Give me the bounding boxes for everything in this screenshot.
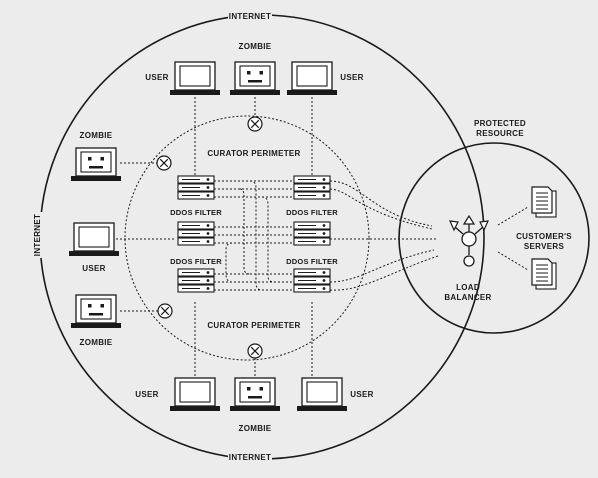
zombie-laptop-icon — [70, 147, 122, 182]
customers-servers-label: CUSTOMER'S — [516, 232, 572, 241]
blocked-x-icon — [157, 303, 173, 319]
ddos-filter-label: DDOS FILTER — [286, 257, 338, 266]
zombie-label: ZOMBIE — [239, 424, 272, 433]
zombie-laptop-icon — [70, 294, 122, 329]
blocked-x-icon — [247, 343, 263, 359]
ddos-filter-server — [293, 268, 331, 293]
ddos-filter-label: DDOS FILTER — [170, 208, 222, 217]
user-laptop-icon — [169, 61, 221, 96]
protected-resource-label: RESOURCE — [476, 129, 524, 138]
curator-perimeter-label-bottom: CURATOR PERIMETER — [207, 321, 300, 330]
load-balancer-label: BALANCER — [444, 293, 491, 302]
blocked-x-icon — [247, 116, 263, 132]
user-laptop-icon — [286, 61, 338, 96]
load-balancer-label: LOAD — [456, 283, 480, 292]
customer-server-document-icon — [531, 186, 557, 218]
user-label: USER — [350, 390, 373, 399]
ddos-filter-server — [293, 221, 331, 246]
curator-perimeter-label-top: CURATOR PERIMETER — [207, 149, 300, 158]
ddos-filter-server — [177, 268, 215, 293]
customers-servers-label: SERVERS — [524, 242, 565, 251]
zombie-label: ZOMBIE — [80, 338, 113, 347]
zombie-label: ZOMBIE — [239, 42, 272, 51]
user-laptop-icon — [296, 377, 348, 412]
blocked-x-icon — [156, 155, 172, 171]
zombie-laptop-icon — [229, 61, 281, 96]
load-balancer-icon — [449, 214, 489, 267]
user-laptop-icon — [68, 222, 120, 257]
user-label: USER — [135, 390, 158, 399]
zombie-laptop-icon — [229, 377, 281, 412]
ddos-filter-label: DDOS FILTER — [286, 208, 338, 217]
ddos-filter-server — [293, 175, 331, 200]
user-laptop-icon — [169, 377, 221, 412]
user-label: USER — [145, 73, 168, 82]
ddos-filter-server — [177, 221, 215, 246]
internet-label-bottom: INTERNET — [229, 453, 271, 462]
internet-label-top: INTERNET — [229, 12, 271, 21]
protected-resource-boundary — [398, 142, 590, 334]
ddos-filter-server — [177, 175, 215, 200]
protected-resource-label: PROTECTED — [474, 119, 526, 128]
user-label: USER — [340, 73, 363, 82]
customer-server-document-icon — [531, 258, 557, 290]
user-label: USER — [82, 264, 105, 273]
curator-perimeter-boundary — [124, 115, 370, 361]
ddos-filter-label: DDOS FILTER — [170, 257, 222, 266]
internet-label-left: INTERNET — [33, 214, 42, 256]
zombie-label: ZOMBIE — [80, 131, 113, 140]
